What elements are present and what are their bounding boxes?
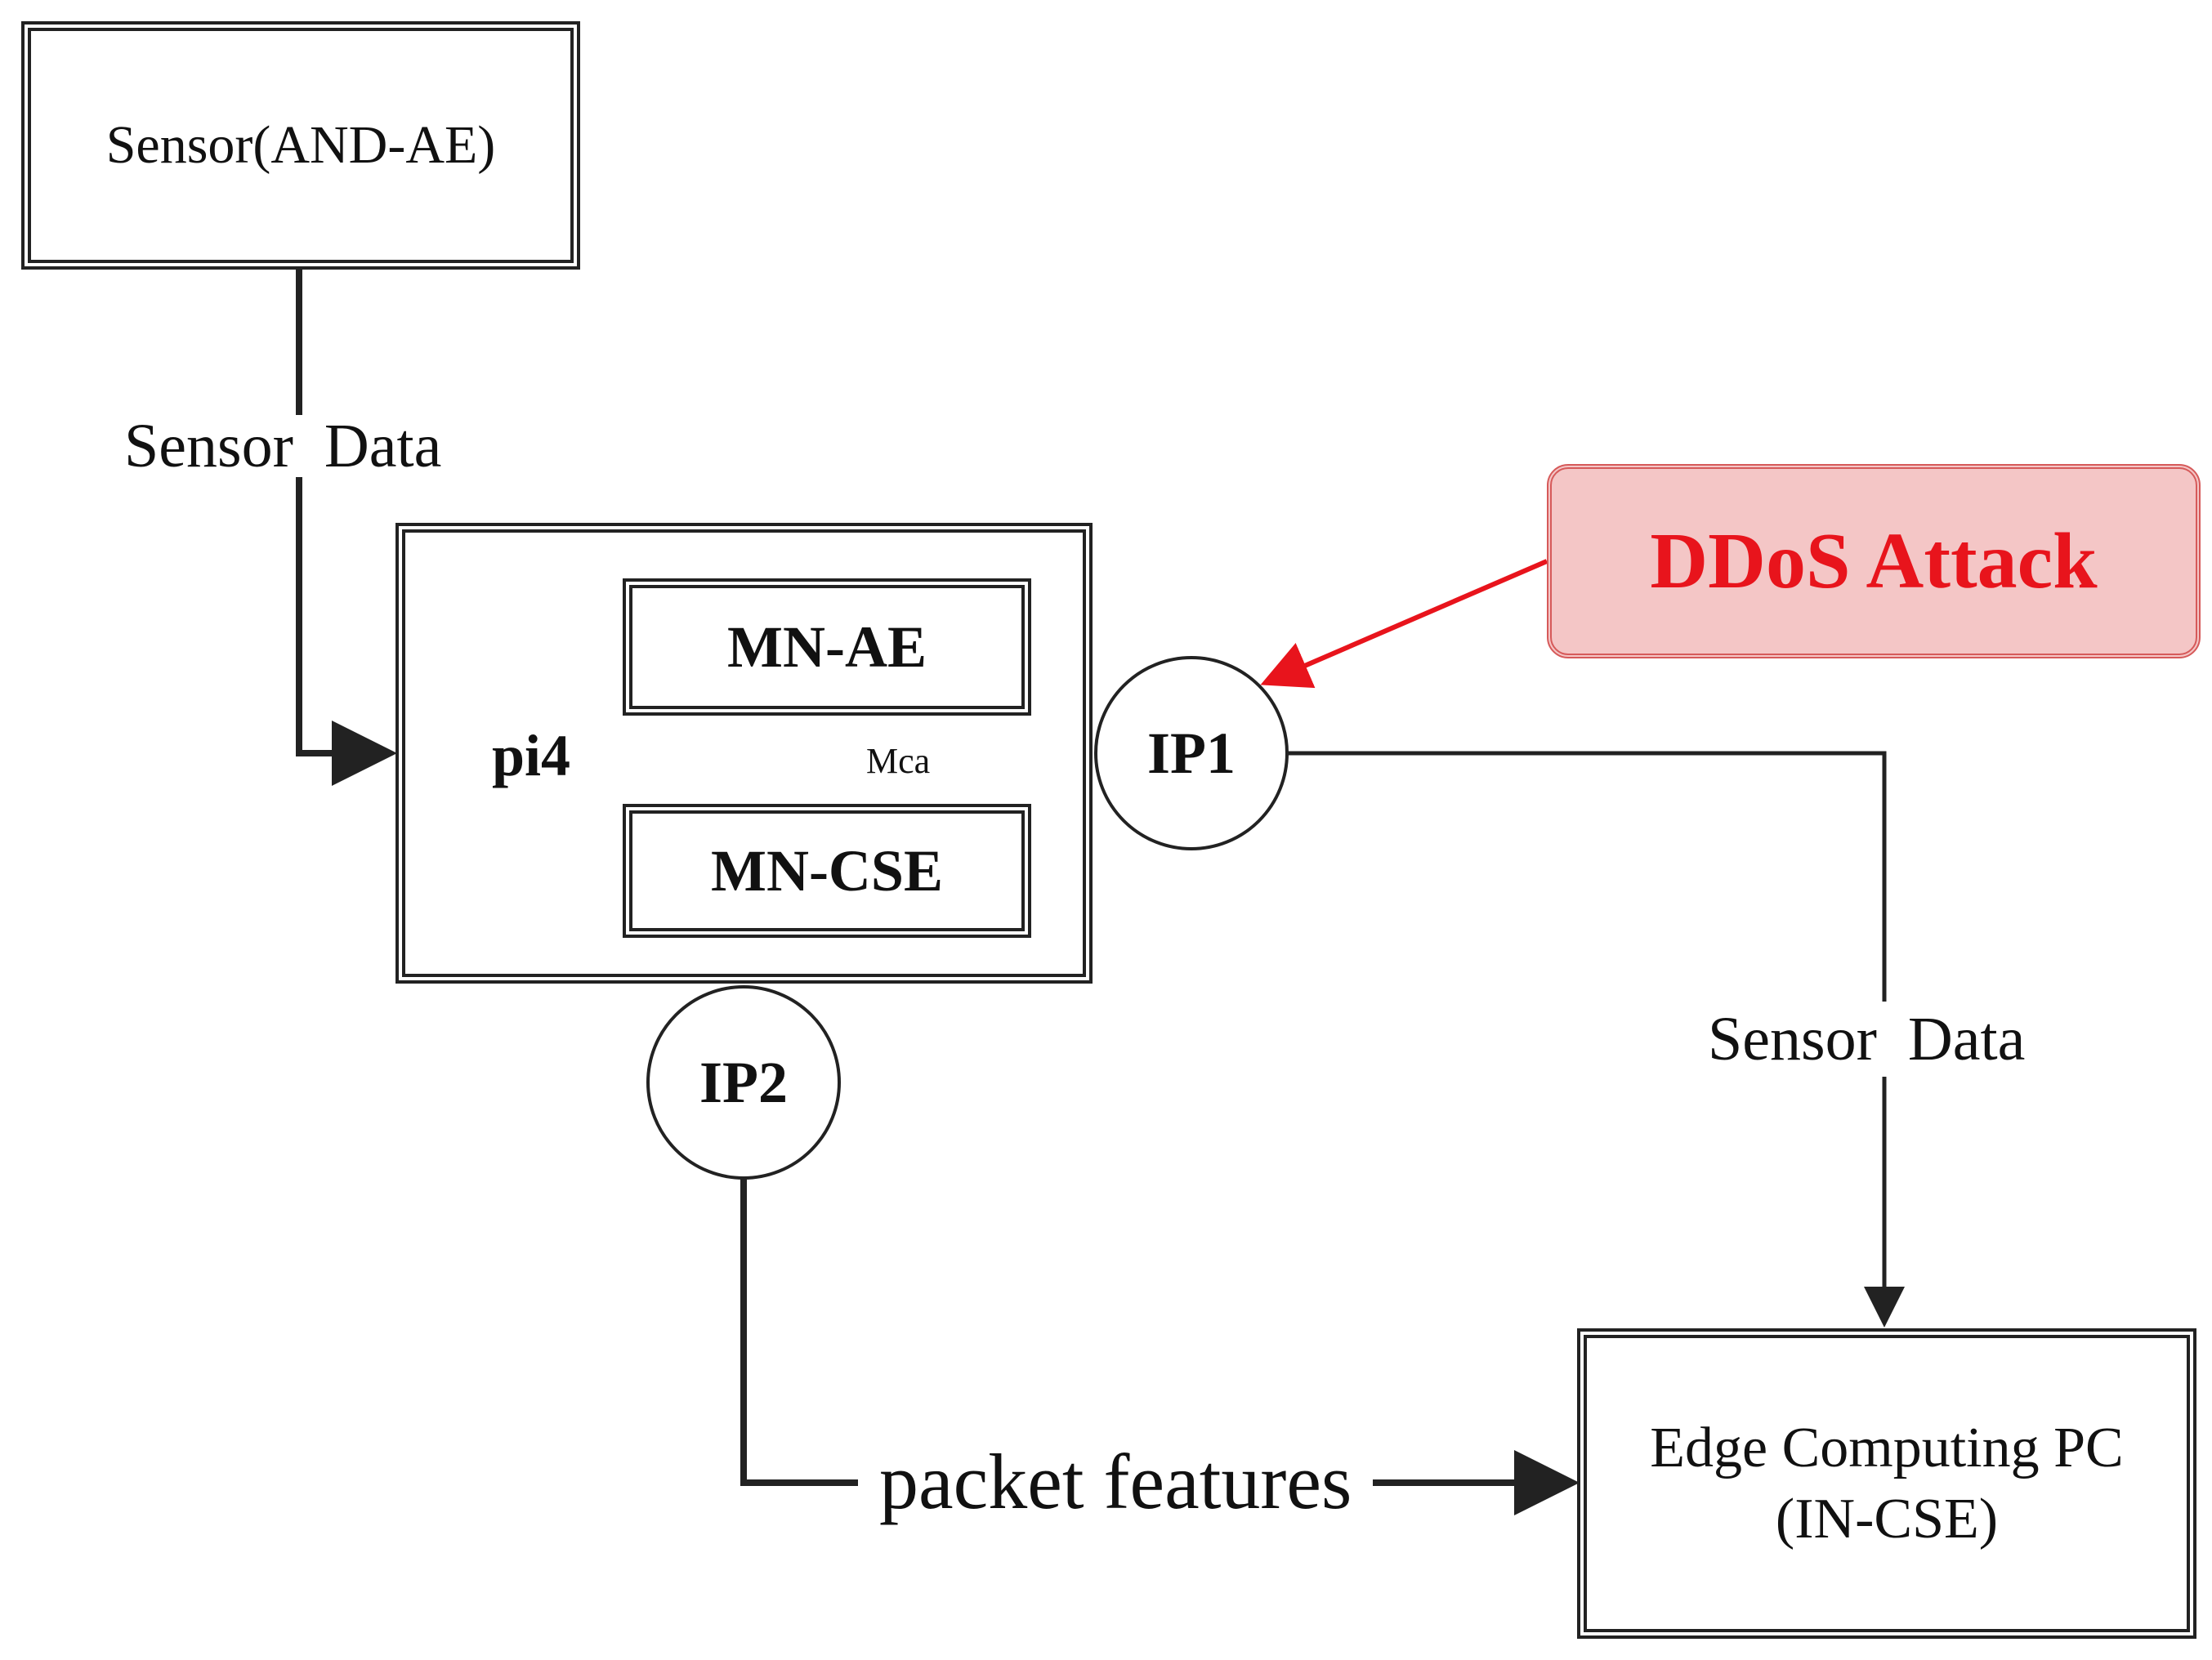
ip2-label: IP2 [699,1049,788,1115]
ip1-label: IP1 [1147,720,1236,786]
mn-cse-box: MN-CSE [623,804,1031,938]
ip1-to-edge-connector [1288,751,1905,1328]
packet-features-label: packet features [858,1438,1374,1526]
mca-label: Mca [866,741,931,781]
sensor-box: Sensor(AND-AE) [21,21,580,270]
pi4-label: pi4 [491,722,571,788]
ddos-attack-arrow [1260,559,1548,689]
mn-cse-label: MN-CSE [711,837,943,904]
mn-ae-box: MN-AE [623,578,1031,716]
sensor-to-pi4-connector [296,270,397,786]
ddos-attack-label: DDoS Attack [1650,517,2098,605]
edge-computing-label: Edge Computing PC [1650,1416,2124,1479]
ip1-node: IP1 [1094,656,1289,850]
edge-computing-box: Edge Computing PC (IN-CSE) [1577,1328,2196,1639]
sensor-label: Sensor(AND-AE) [105,115,496,175]
sensor-data-label-left: Sensor Data [119,415,447,477]
sensor-data-label-right: Sensor Data [1690,1002,2044,1077]
ddos-attack-box: DDoS Attack [1547,464,2201,658]
ip2-node: IP2 [646,985,841,1180]
in-cse-label: (IN-CSE) [1775,1488,1999,1551]
mn-ae-label: MN-AE [727,614,927,680]
